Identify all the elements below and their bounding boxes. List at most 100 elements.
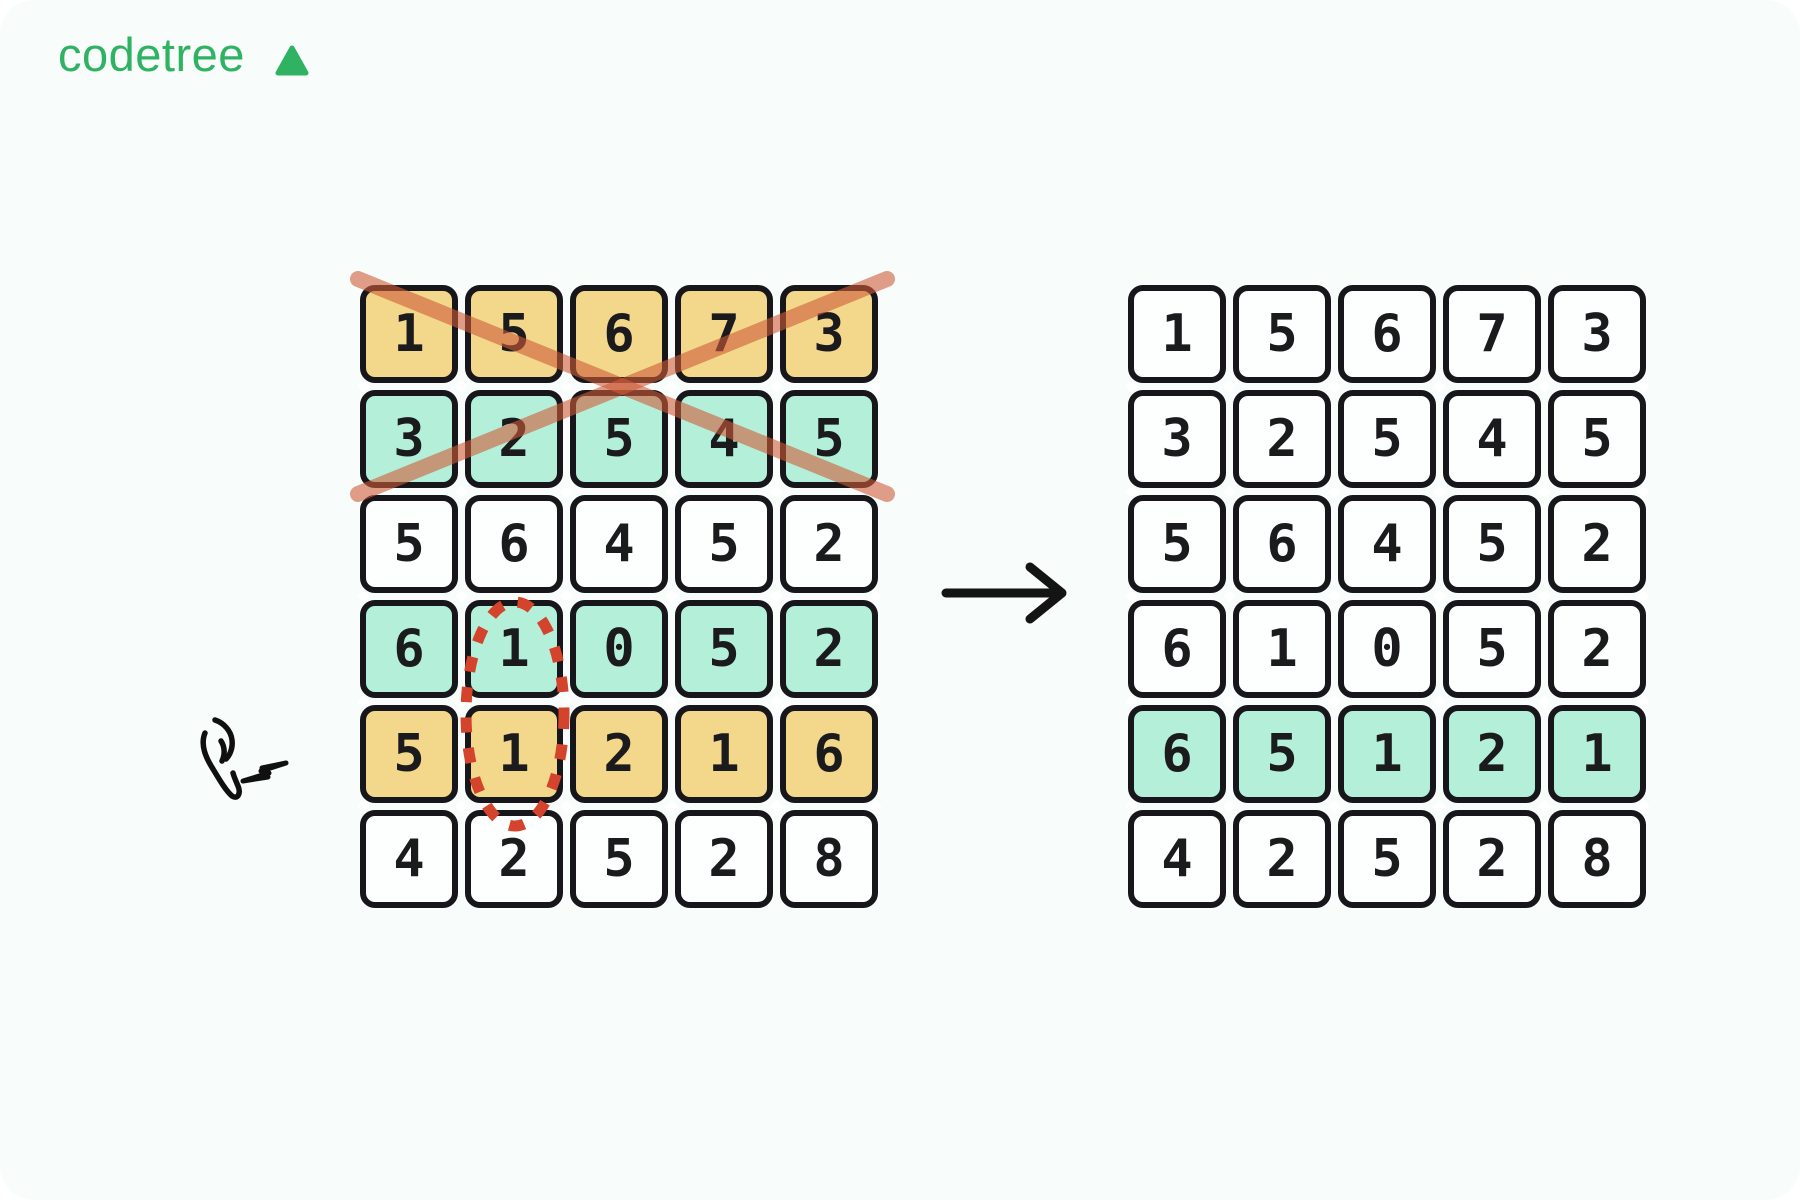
grid-cell: 2: [1233, 810, 1331, 908]
grid-cell: 6: [1338, 285, 1436, 383]
grid-cell: 5: [1443, 600, 1541, 698]
grid-cell: 2: [1443, 705, 1541, 803]
grid-cell: 1: [1548, 705, 1646, 803]
corner-sparkle: [1433, 590, 1446, 603]
grid-cell: 5: [1548, 390, 1646, 488]
grid-cell: 1: [1128, 285, 1226, 383]
corner-sparkle: [665, 590, 678, 603]
grid-cell: 1: [465, 705, 563, 803]
corner-sparkle: [770, 380, 783, 393]
corner-sparkle: [1328, 695, 1341, 708]
grid-cell: 2: [780, 600, 878, 698]
grid-cell: 6: [1128, 705, 1226, 803]
corner-sparkle: [868, 590, 882, 603]
grid-cell: 4: [1128, 810, 1226, 908]
corner-sparkle: [560, 590, 573, 603]
grid-cell: 4: [675, 390, 773, 488]
corner-sparkle: [1433, 800, 1446, 813]
grid-cell: 5: [465, 285, 563, 383]
grid-cell: 5: [1128, 495, 1226, 593]
flick-hand-icon: [200, 717, 289, 800]
grid-cell: 6: [780, 705, 878, 803]
grid-cell: 6: [570, 285, 668, 383]
grid-cell: 5: [675, 495, 773, 593]
corner-sparkle: [665, 485, 678, 498]
corner-sparkle: [1538, 380, 1551, 393]
grid-cell: 1: [675, 705, 773, 803]
corner-sparkle: [868, 800, 882, 813]
corner-sparkle: [1433, 695, 1446, 708]
corner-sparkle: [1538, 695, 1551, 708]
corner-sparkle: [1538, 800, 1551, 813]
corner-sparkle: [868, 485, 882, 498]
corner-sparkle: [455, 590, 468, 603]
corner-sparkle: [1223, 590, 1236, 603]
grid-cell: 3: [360, 390, 458, 488]
grid-cell: 0: [570, 600, 668, 698]
grid-cell: 4: [1443, 390, 1541, 488]
grid-cell: 1: [465, 600, 563, 698]
corner-sparkle: [868, 695, 882, 708]
corner-sparkle: [1636, 485, 1650, 498]
corner-sparkle: [1328, 590, 1341, 603]
grid-cell: 5: [360, 495, 458, 593]
grid-cell: 5: [570, 810, 668, 908]
corner-sparkle: [1328, 485, 1341, 498]
grid-cell: 2: [1548, 600, 1646, 698]
grid-cell: 6: [465, 495, 563, 593]
logo-text: codetree: [58, 28, 245, 81]
corner-sparkle: [1223, 380, 1236, 393]
grid-cell: 7: [675, 285, 773, 383]
grid-cell: 4: [360, 810, 458, 908]
grid-cell: 5: [1233, 285, 1331, 383]
corner-sparkle: [770, 695, 783, 708]
grid-cell: 2: [1443, 810, 1541, 908]
grid-cell: 3: [1548, 285, 1646, 383]
corner-sparkle: [1636, 695, 1650, 708]
corner-sparkle: [1328, 800, 1341, 813]
grid-cell: 6: [1233, 495, 1331, 593]
grid-cell: 2: [465, 390, 563, 488]
corner-sparkle: [770, 800, 783, 813]
grid-cell: 7: [1443, 285, 1541, 383]
grid-cell: 5: [1443, 495, 1541, 593]
grid-cell: 8: [1548, 810, 1646, 908]
corner-sparkle: [1433, 380, 1446, 393]
corner-sparkle: [1636, 590, 1650, 603]
logo: codetree: [58, 30, 309, 79]
corner-sparkle: [560, 800, 573, 813]
corner-sparkle: [1328, 380, 1341, 393]
corner-sparkle: [665, 800, 678, 813]
grid-cell: 5: [570, 390, 668, 488]
grid-cell: 2: [780, 495, 878, 593]
grid-cell: 4: [570, 495, 668, 593]
corner-sparkle: [1538, 590, 1551, 603]
grid-cell: 1: [360, 285, 458, 383]
corner-sparkle: [560, 380, 573, 393]
corner-sparkle: [560, 485, 573, 498]
grid-cell: 1: [1233, 600, 1331, 698]
grid-cell: 2: [675, 810, 773, 908]
corner-sparkle: [868, 380, 882, 393]
grid-cell: 1: [1338, 705, 1436, 803]
grid-cell: 4: [1338, 495, 1436, 593]
corner-sparkle: [455, 485, 468, 498]
corner-sparkle: [770, 485, 783, 498]
grid-cell: 0: [1338, 600, 1436, 698]
corner-sparkle: [455, 695, 468, 708]
corner-sparkle: [1538, 485, 1551, 498]
corner-sparkle: [1636, 380, 1650, 393]
corner-sparkle: [1223, 485, 1236, 498]
lightning-bolt-icon: [240, 760, 289, 784]
corner-sparkle: [665, 695, 678, 708]
grid-cell: 2: [1548, 495, 1646, 593]
grid-cell: 2: [465, 810, 563, 908]
grid-cell: 5: [1338, 390, 1436, 488]
grid-cell: 6: [360, 600, 458, 698]
corner-sparkle: [770, 590, 783, 603]
corner-sparkle: [665, 380, 678, 393]
grid-cell: 2: [1233, 390, 1331, 488]
grid-cell: 5: [1233, 705, 1331, 803]
